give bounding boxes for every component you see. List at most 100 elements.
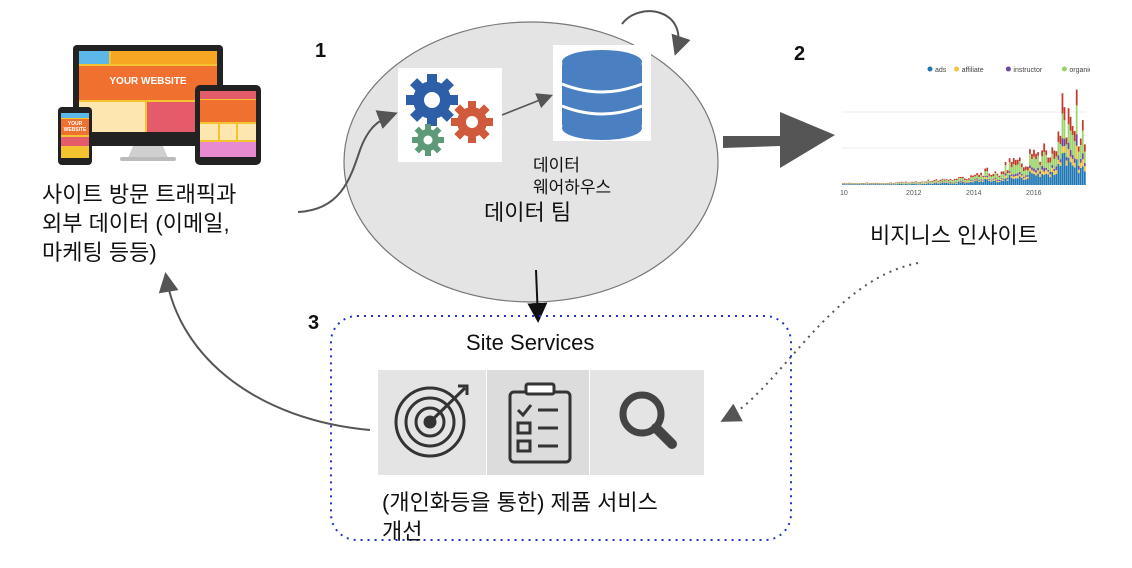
chart-bar-segment xyxy=(1061,153,1064,185)
chart-bar-segment xyxy=(998,181,1001,183)
chart-bar-segment xyxy=(949,181,952,183)
gears-icon xyxy=(406,74,493,156)
chart-bar-segment xyxy=(1031,167,1033,171)
x-tick-label: 10 xyxy=(840,190,848,197)
chart-bar-segment xyxy=(998,179,1001,182)
chart-bar-segment xyxy=(1057,163,1060,185)
chart-bar-segment xyxy=(911,181,913,183)
loop-arrow xyxy=(621,10,691,56)
chart-bar-segment xyxy=(1045,167,1048,170)
chart-bar-segment xyxy=(1033,173,1035,185)
chart-bar-segment xyxy=(921,182,924,184)
chart-bar-segment xyxy=(923,181,926,183)
chart-bar-segment xyxy=(933,183,936,185)
chart-bar-segment xyxy=(888,184,891,185)
chart-bar-segment xyxy=(882,183,885,185)
services-title: Site Services xyxy=(466,330,595,355)
chart-bar-segment xyxy=(996,179,999,181)
chart-bar-segment xyxy=(949,179,952,180)
chart-bar-segment xyxy=(964,182,966,184)
chart-bar-segment xyxy=(927,180,930,183)
chart-bar-segment xyxy=(1059,135,1062,144)
chart-bar-segment xyxy=(1004,165,1007,174)
chart-bar-segment xyxy=(1051,147,1054,154)
chart-bar-segment xyxy=(1047,162,1050,171)
x-tick-label: 2016 xyxy=(1026,190,1042,197)
chart-bar-segment xyxy=(943,183,946,185)
chart-bar-segment xyxy=(874,184,877,185)
chart-bar-segment xyxy=(1020,177,1023,185)
chart-bar-segment xyxy=(998,182,1001,185)
chart-bar-segment xyxy=(915,182,917,184)
chart-bar-segment xyxy=(949,182,952,184)
chart-bar-segment xyxy=(1020,167,1023,175)
chart-bar-segment xyxy=(964,178,966,180)
chart-bar-segment xyxy=(1053,174,1056,185)
chart-bar-segment xyxy=(970,179,972,181)
chart-bar-segment xyxy=(1002,180,1005,185)
chart-bar-segment xyxy=(1043,143,1046,153)
chart-bar-segment xyxy=(992,180,995,185)
chart-bar-segment xyxy=(894,183,897,184)
chart-bar-segment xyxy=(1037,173,1039,185)
chart-bar-segment xyxy=(998,177,1001,180)
chart-bar-segment xyxy=(1002,171,1005,175)
chart-bar-segment xyxy=(1071,125,1074,135)
chart-bar-segment xyxy=(990,180,993,181)
search-icon xyxy=(619,391,677,449)
chart-bar-segment xyxy=(917,182,919,183)
legend-label: affiliate xyxy=(962,67,984,74)
chart-bar-segment xyxy=(1043,174,1046,185)
chart-bar-segment xyxy=(935,182,938,184)
chart-bar-segment xyxy=(1083,171,1086,185)
chart-bar-segment xyxy=(955,178,958,181)
chart-bar-segment xyxy=(1083,144,1086,152)
chart-bar-segment xyxy=(921,184,924,185)
chart-bar-segment xyxy=(1012,164,1015,175)
chart-bar-segment xyxy=(992,176,995,179)
chart-bar-segment xyxy=(898,182,901,183)
chart-bar-segment xyxy=(882,184,885,185)
chart-bar-segment xyxy=(1047,170,1050,172)
chart-bar-segment xyxy=(856,184,858,185)
chart-bar-segment xyxy=(1079,145,1082,159)
source-caption-line: 외부 데이터 (이메일, xyxy=(42,211,230,236)
chart-bar-segment xyxy=(996,175,999,180)
chart-bar-segment xyxy=(961,178,964,181)
chart-bar-segment xyxy=(937,181,940,183)
chart-bar-segment xyxy=(959,178,962,181)
source-caption-line: 사이트 방문 트래픽과 xyxy=(42,182,237,207)
team-to-services-arrow xyxy=(527,269,548,323)
chart-bar-segment xyxy=(1039,176,1041,185)
chart-bar-segment xyxy=(858,184,860,185)
chart-bar-segment xyxy=(978,174,980,177)
chart-bar-segment xyxy=(1006,178,1009,180)
chart-bar-segment xyxy=(941,178,944,180)
chart-bar-segment xyxy=(976,175,978,179)
chart-bar-segment xyxy=(1012,178,1015,185)
chart-bar-segment xyxy=(976,179,978,181)
legend-label: instructor xyxy=(1013,67,1042,74)
chart-bar-segment xyxy=(970,180,972,182)
chart-bar-segment xyxy=(968,182,970,185)
chart-bar-segment xyxy=(864,183,867,185)
chart-bar-segment xyxy=(1037,170,1039,174)
chart-bar-segment xyxy=(1027,178,1029,185)
chart-bar-segment xyxy=(866,182,869,184)
chart-bar-segment xyxy=(925,184,928,185)
chart-bar-segment xyxy=(1075,89,1078,106)
chart-bar-segment xyxy=(1018,176,1021,185)
insights-label: 비지니스 인사이트 xyxy=(870,223,1039,248)
chart-bar-segment xyxy=(1079,162,1082,168)
chart-bar-segment xyxy=(898,182,901,184)
chart-bar-segment xyxy=(1059,162,1062,167)
chart-bar-segment xyxy=(1016,159,1019,165)
chart-bar-segment xyxy=(1002,174,1005,179)
chart-bar-segment xyxy=(974,179,976,181)
chart-bar-segment xyxy=(959,181,962,183)
chart-bar-segment xyxy=(886,184,889,185)
chart-bar-segment xyxy=(1004,175,1007,179)
chart-bar-segment xyxy=(850,184,852,185)
chart-bar-segment xyxy=(1065,137,1068,145)
chart-bar-segment xyxy=(945,179,948,180)
